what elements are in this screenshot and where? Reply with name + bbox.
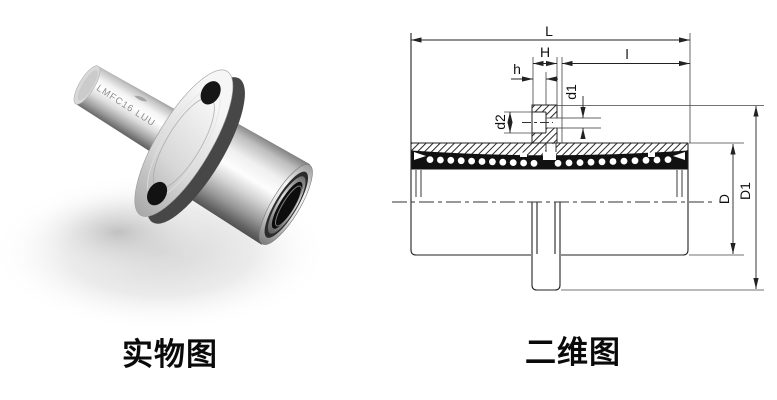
label-D: D	[716, 194, 732, 204]
label-D1: D1	[737, 182, 753, 200]
drawing-caption: 二维图	[525, 335, 621, 370]
left-end-face-inner	[77, 70, 98, 101]
bore-highlight	[275, 185, 302, 227]
dimension-labels: L H l h d1 d2 D D1	[492, 23, 753, 204]
dimension-lines	[411, 37, 759, 289]
body-outline	[410, 33, 689, 256]
label-d2: d2	[492, 114, 508, 130]
label-L: L	[545, 23, 553, 39]
product-photo: LMFC16 LUU	[0, 65, 330, 332]
photo-panel: LMFC16 LUU 实物图	[0, 65, 330, 372]
ball-retainer-band	[411, 150, 688, 170]
flange-face	[134, 69, 234, 217]
mounting-hole-lower	[147, 181, 168, 206]
grease-boss	[522, 104, 601, 152]
label-l: l	[625, 46, 628, 62]
label-H: H	[540, 44, 550, 60]
label-d1: d1	[563, 84, 579, 100]
lower-flange	[531, 202, 561, 291]
seal-grooves	[415, 170, 683, 197]
bearing-balls	[426, 156, 672, 167]
mounting-hole-upper	[200, 81, 221, 105]
technical-drawing: L H l h d1 d2 D D1	[392, 23, 764, 291]
bore	[271, 181, 303, 229]
brand-logo-engraving	[134, 95, 148, 102]
photo-caption: 实物图	[122, 337, 218, 372]
bearing-body: LMFC16 LUU	[73, 65, 313, 245]
drawing-panel: L H l h d1 d2 D D1 二维图	[389, 0, 777, 400]
label-h: h	[513, 61, 521, 77]
